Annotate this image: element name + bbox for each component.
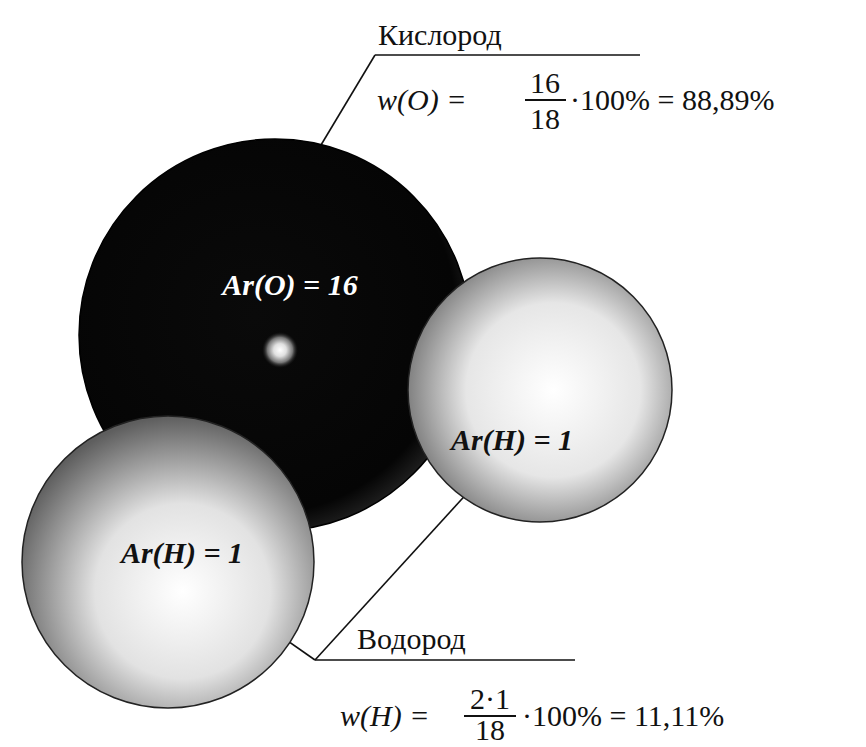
leader-line — [375, 54, 640, 56]
fraction-numerator: 16 — [530, 68, 560, 98]
element-name: Водород — [357, 624, 466, 654]
formula-part: ·100% = 88,89% — [570, 85, 774, 115]
atomic-mass-label: Ar(O) = 16 — [222, 270, 357, 300]
fraction-denominator: 18 — [475, 715, 505, 745]
fraction-bar — [525, 99, 566, 101]
fraction-numerator: 2·1 — [470, 684, 510, 714]
atomic-mass-label: Ar(H) = 1 — [121, 538, 243, 568]
element-name: Кислород — [378, 20, 502, 50]
leader-line — [315, 659, 575, 661]
fraction-denominator: 18 — [530, 104, 560, 134]
formula-part: w(H) = — [340, 701, 429, 731]
atomic-mass-label: Ar(H) = 1 — [451, 425, 573, 455]
hydrogen-atom: Ar(H) = 1 — [406, 256, 674, 524]
hydrogen-atom: Ar(H) = 1 — [20, 414, 316, 710]
sphere-outline — [22, 416, 314, 708]
formula-part: w(O) = — [377, 85, 466, 115]
formula-part: ·100% = 11,11% — [522, 701, 724, 731]
nucleus-dot — [262, 332, 298, 368]
atom-sphere — [406, 256, 674, 524]
sphere-outline — [408, 258, 672, 522]
